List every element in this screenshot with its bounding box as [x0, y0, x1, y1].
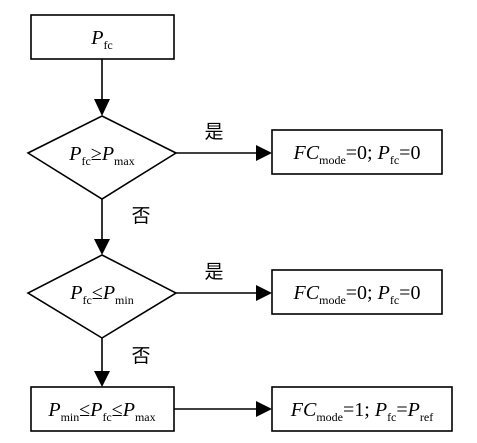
result2-box	[271, 269, 443, 315]
edge-decision1-yes: 是	[176, 121, 272, 161]
arrowhead	[256, 145, 272, 161]
no-label-2: 否	[131, 345, 150, 367]
edge-process3-to-result3	[174, 401, 272, 417]
yes-label-2: 是	[204, 261, 223, 283]
process3-label: Pmin≤Pfc≤Pmax	[47, 399, 155, 424]
edge-decision2-yes: 是	[176, 261, 272, 301]
no-label-1: 否	[131, 205, 150, 227]
result2-label: FCmode=0;Pfc=0	[293, 282, 421, 307]
result1-box	[271, 129, 443, 175]
decision1-label: Pfc≥Pmax	[68, 143, 134, 168]
arrowhead	[94, 99, 110, 116]
result1-node: FCmode=0;Pfc=0	[271, 129, 443, 175]
process3-node: Pmin≤Pfc≤Pmax	[30, 386, 175, 432]
result3-label: FCmode=1;Pfc=Pref	[290, 399, 433, 424]
arrowhead	[256, 285, 272, 301]
arrowhead	[256, 401, 272, 417]
start-node: Pfc	[30, 14, 175, 60]
decision2-node: Pfc≤Pmin	[26, 254, 178, 339]
yes-label-1: 是	[204, 121, 223, 143]
start-box	[30, 14, 175, 60]
edge-decision2-no: 否	[94, 338, 151, 387]
arrowhead	[94, 371, 110, 387]
start-label: Pfc	[90, 27, 113, 52]
result3-node: FCmode=1;Pfc=Pref	[271, 386, 453, 432]
decision2-label: Pfc≤Pmin	[69, 282, 133, 307]
result2-node: FCmode=0;Pfc=0	[271, 269, 443, 315]
edge-start-to-decision1	[94, 59, 110, 116]
arrowhead	[94, 239, 110, 255]
decision1-node: Pfc≥Pmax	[26, 115, 178, 200]
edge-decision1-no: 否	[94, 199, 151, 255]
result3-box	[271, 386, 453, 432]
result1-label: FCmode=0;Pfc=0	[293, 142, 421, 167]
